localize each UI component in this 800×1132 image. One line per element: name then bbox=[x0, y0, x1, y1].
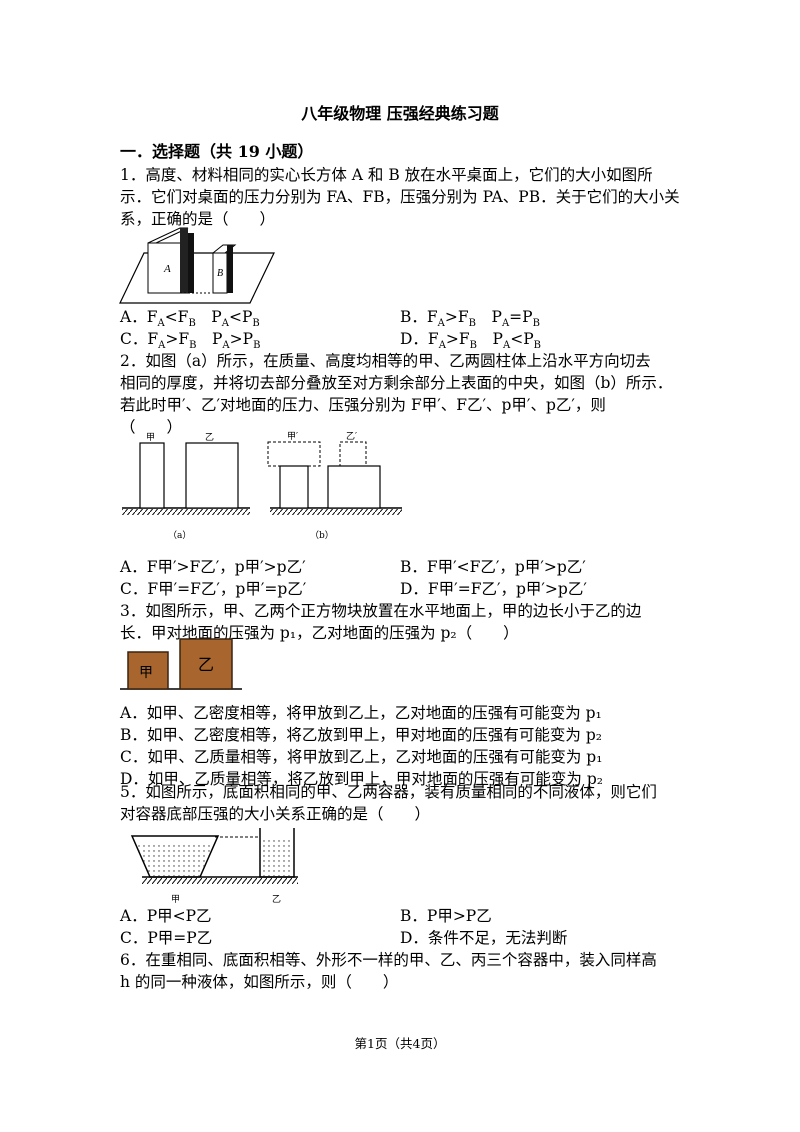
q1-option-b: B．FA>FB PA=PB bbox=[400, 308, 540, 330]
q2-caption-a: （a） bbox=[168, 530, 191, 541]
q3-yi-label: 乙 bbox=[198, 655, 214, 674]
q3-jia-label: 甲 bbox=[139, 665, 153, 681]
page-title: 八年级物理 压强经典练习题 bbox=[301, 104, 499, 123]
q5-option-d: D．条件不足，无法判断 bbox=[400, 929, 568, 947]
q3-figure: 甲 乙 bbox=[120, 638, 242, 690]
q2-text-line1: 2．如图（a）所示，在质量、高度均相等的甲、乙两圆柱体上沿水平方向切去 bbox=[120, 352, 651, 370]
q2-b-jia-label: 甲′ bbox=[287, 431, 298, 442]
q2-text-line2: 相同的厚度，并将切去部分叠放至对方剩余部分上表面的中央，如图（b）所示． bbox=[120, 374, 673, 392]
page-footer: 第1页（共4页） bbox=[354, 1036, 446, 1051]
q1-option-d: D．FA>FB PA<PB bbox=[400, 330, 541, 352]
q1-box-b-label: B bbox=[217, 268, 223, 279]
q1-figure: A B bbox=[119, 227, 275, 304]
q1-text-line1: 1．高度、材料相同的实心长方体 A 和 B 放在水平桌面上，它们的大小如图所 bbox=[120, 166, 653, 184]
q5-option-c: C．P甲=P乙 bbox=[120, 929, 213, 947]
q2-a-yi-label: 乙 bbox=[205, 432, 214, 443]
q1-option-c: C．FA>FB PA>PB bbox=[120, 330, 261, 352]
q1-option-a: A．FA<FB PA<PB bbox=[120, 308, 260, 330]
q5-option-a: A．P甲<P乙 bbox=[120, 907, 212, 925]
q5-option-b: B．P甲>P乙 bbox=[400, 907, 492, 925]
q2-caption-b: （b） bbox=[310, 530, 334, 541]
q1-box-a-label: A bbox=[163, 263, 171, 275]
q5-text-line1: 5．如图所示，底面积相同的甲、乙两容器，装有质量相同的不同液体，则它们 bbox=[120, 783, 657, 801]
q2-a-jia-label: 甲 bbox=[146, 432, 155, 443]
q3-text-line1: 3．如图所示，甲、乙两个正方物块放置在水平地面上，甲的边长小于乙的边 bbox=[120, 602, 642, 620]
q2-option-d: D．F甲′=F乙′，p甲′>p乙′ bbox=[400, 580, 587, 598]
q1-text-line2: 示．它们对桌面的压力分别为 FA、FB，压强分别为 PA、PB．关于它们的大小关 bbox=[120, 188, 680, 206]
q2-b-yi-label: 乙′ bbox=[346, 431, 357, 442]
q3-text-line2: 长．甲对地面的压强为 p₁，乙对地面的压强为 p₂（ ） bbox=[120, 624, 519, 642]
q3-option-c: C．如甲、乙质量相等，将甲放到乙上，乙对地面的压强有可能变为 p₁ bbox=[120, 748, 603, 766]
q6-text-line2: h 的同一种液体，如图所示，则（ ） bbox=[120, 973, 399, 991]
q2-option-b: B．F甲′<F乙′，p甲′>p乙′ bbox=[400, 558, 586, 576]
q3-option-a: A．如甲、乙密度相等，将甲放到乙上，乙对地面的压强有可能变为 p₁ bbox=[120, 704, 602, 722]
q5-text-line2: 对容器底部压强的大小关系正确的是（ ） bbox=[120, 805, 431, 823]
q3-option-d: D．如甲、乙质量相等，将乙放到甲上，甲对地面的压强有可能变为 p₂ bbox=[120, 770, 603, 788]
q1-text-line3: 系，正确的是（ ） bbox=[120, 210, 276, 228]
q2-text-line4: （ ） bbox=[120, 418, 183, 436]
q3-option-b: B．如甲、乙密度相等，将乙放到甲上，甲对地面的压强有可能变为 p₂ bbox=[120, 726, 602, 744]
q2-figure: 甲 乙 （a） 甲′ 乙′ （b） bbox=[122, 431, 402, 541]
q6-text-line1: 6．在重相同、底面积相等、外形不一样的甲、乙、丙三个容器中，装入同样高 bbox=[120, 951, 657, 969]
section-heading: 一．选择题（共 19 小题） bbox=[120, 142, 314, 161]
q2-option-a: A．F甲′>F乙′，p甲′>p乙′ bbox=[120, 558, 306, 576]
q2-option-c: C．F甲′=F乙′，p甲′=p乙′ bbox=[120, 580, 307, 598]
q2-text-line3: 若此时甲′、乙′对地面的压力、压强分别为 F甲′、F乙′、p甲′、p乙′，则 bbox=[120, 396, 606, 414]
q5-yi-label: 乙 bbox=[272, 894, 281, 905]
q5-jia-label: 甲 bbox=[171, 894, 180, 905]
q5-figure: 甲 乙 bbox=[130, 828, 298, 905]
